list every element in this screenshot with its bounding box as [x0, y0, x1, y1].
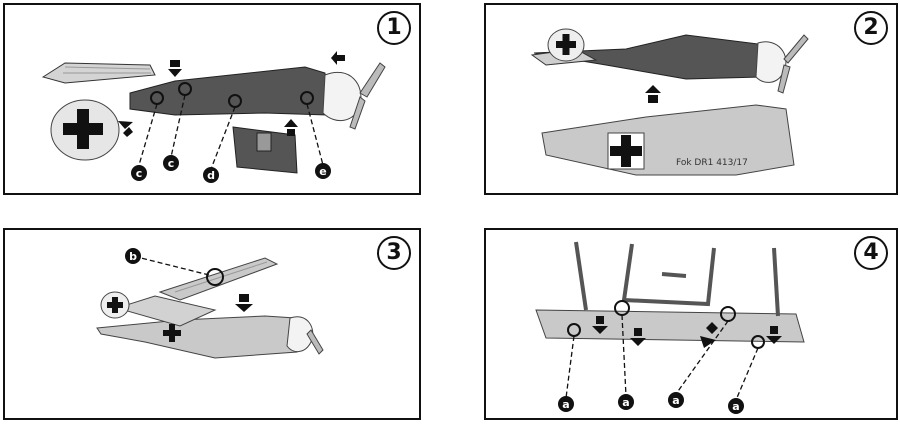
iron-cross-icon — [163, 324, 181, 342]
fuselage-right-half: Fok DR1 413/17 — [541, 104, 795, 176]
step-2-illustration: Fok DR1 413/17 — [530, 28, 809, 176]
step-3-illustration: b — [96, 248, 324, 359]
propeller-icon — [349, 62, 386, 130]
step-number: 1 — [377, 11, 411, 45]
callout-label-d: d — [207, 169, 215, 182]
step-4-panel: 4 a — [484, 228, 898, 420]
rudder — [50, 99, 120, 161]
callout-label-e: e — [319, 165, 326, 178]
arrow-icon — [235, 294, 253, 312]
iron-cross-icon — [610, 135, 642, 167]
cockpit-seat — [232, 126, 298, 174]
propeller-icon — [777, 34, 809, 94]
callout-label-c: c — [168, 157, 175, 170]
engine-cowling — [322, 62, 386, 130]
step-number: 3 — [377, 236, 411, 270]
iron-cross-icon — [107, 297, 123, 313]
step-4-illustration: a a a a — [535, 241, 805, 414]
fuselage-assembly — [530, 28, 809, 94]
lower-wing — [535, 309, 805, 343]
callout-label-c: c — [136, 167, 143, 180]
wing-struts — [574, 241, 780, 317]
step-3-panel: 3 — [3, 228, 421, 420]
arrow-icon — [118, 51, 345, 137]
upper-wing — [158, 257, 279, 301]
arrow-icon — [645, 85, 661, 103]
serial-marking: Fok DR1 413/17 — [676, 158, 748, 168]
callout-label-a: a — [622, 396, 629, 409]
callout-label-a: a — [562, 398, 569, 411]
callout-label-a: a — [672, 394, 679, 407]
propeller-icon — [306, 329, 324, 355]
step-1-panel: 1 — [3, 3, 421, 195]
callout-label-a: a — [732, 400, 739, 413]
aircraft-body — [96, 291, 324, 359]
step-1-illustration: c c d e — [41, 51, 386, 183]
fuselage-left-half — [129, 66, 328, 116]
step-2-panel: 2 — [484, 3, 898, 195]
step-number: 2 — [854, 11, 888, 45]
iron-cross-icon — [63, 109, 103, 149]
step-number: 4 — [854, 236, 888, 270]
tailplane — [41, 62, 156, 84]
callout-circle-icon — [206, 268, 224, 286]
iron-cross-icon — [556, 34, 576, 55]
callout-label-b: b — [129, 250, 137, 263]
